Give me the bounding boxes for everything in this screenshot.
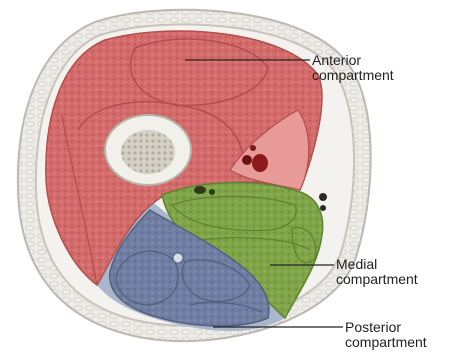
sciatic-nerve <box>173 253 183 263</box>
small-vessel <box>250 145 256 151</box>
femoral-artery <box>252 154 268 172</box>
posterior-label-line1: Posterior <box>345 320 427 335</box>
saphenous-vein-2 <box>320 205 326 211</box>
medial-compartment-label: Medial compartment <box>336 257 418 287</box>
medial-label-line1: Medial <box>336 257 418 272</box>
saphenous-vein <box>319 193 327 201</box>
anterior-label-line2: compartment <box>312 68 394 83</box>
obturator-vessel <box>209 189 215 195</box>
anterior-label-line1: Anterior <box>312 53 394 68</box>
femoral-vein <box>242 155 252 165</box>
deep-femoral-vessel <box>194 186 206 194</box>
medial-label-line2: compartment <box>336 272 418 287</box>
posterior-label-line2: compartment <box>345 335 427 350</box>
femur-marrow <box>121 130 175 174</box>
anterior-compartment-label: Anterior compartment <box>312 53 394 83</box>
posterior-compartment-label: Posterior compartment <box>345 320 427 350</box>
